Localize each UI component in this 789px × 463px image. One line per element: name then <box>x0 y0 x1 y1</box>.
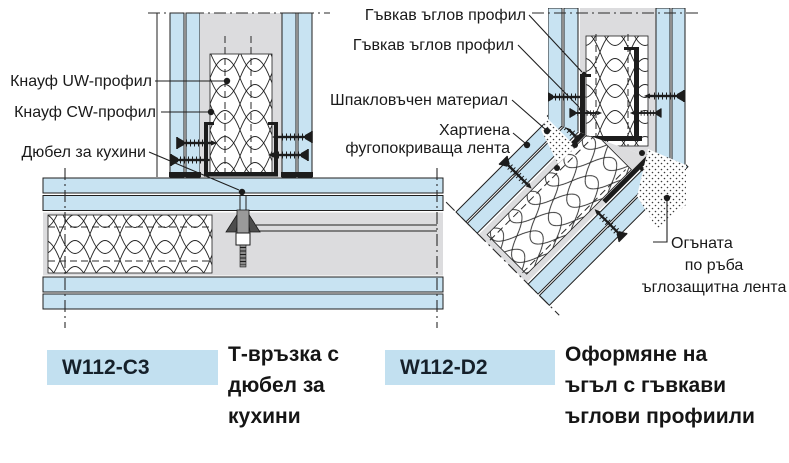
gypsum-board-layer <box>655 8 671 170</box>
label-uw-profile: Кнауф UW-профил <box>10 73 152 90</box>
right-title-line3: ъглови профиили <box>565 405 755 428</box>
fastener-dot <box>554 165 560 171</box>
left-detail-drawing: Кнауф UW-профил Кнауф CW-профил Дюбел за… <box>10 12 444 328</box>
leader-dot <box>523 141 531 149</box>
label-paper-tape-line2: фугопокриваща лента <box>345 140 510 157</box>
right-title-line2: ъгъл с гъвкави <box>565 374 726 397</box>
label-paper-tape-line1: Хартиена <box>439 122 510 139</box>
leader-dot <box>238 188 246 196</box>
leader-dot <box>543 127 551 135</box>
gypsum-board-layer <box>185 12 201 178</box>
gypsum-board-layer <box>42 293 444 310</box>
right-title-line1: Оформяне на <box>565 343 707 366</box>
label-cavity-dowel: Дюбел за кухини <box>21 144 146 161</box>
leader-dot <box>207 108 215 116</box>
break-line <box>445 201 560 316</box>
leader-dot <box>663 194 671 202</box>
uw-profile <box>204 122 278 177</box>
leader-dot <box>578 106 584 112</box>
gypsum-board-layer <box>671 8 686 170</box>
sealant-strip <box>169 172 201 177</box>
right-detail-drawing: Гъвкав ъглов профил Гъвкав ъглов профил … <box>330 7 787 316</box>
right-leader-lines <box>511 14 671 243</box>
fastener-dot <box>639 150 645 156</box>
label-flexible-corner-profile-1: Гъвкав ъглов профил <box>365 7 526 24</box>
insulation-hatch <box>487 129 632 275</box>
sealant-strip <box>281 172 313 177</box>
label-bent-corner-tape-line1: Огъната <box>671 235 733 252</box>
right-code-box <box>385 350 555 385</box>
left-title-line2: дюбел за <box>228 374 325 397</box>
label-joint-compound: Шпакловъчен материал <box>330 92 508 109</box>
insulation-hatch <box>48 215 212 273</box>
label-bent-corner-tape-line3: ъглозащитна лента <box>642 279 787 296</box>
gypsum-board-layer <box>42 195 444 211</box>
label-flexible-corner-profile-2: Гъвкав ъглов профил <box>353 37 514 54</box>
left-horizontal-wall <box>42 168 444 328</box>
leader-dot <box>581 71 587 77</box>
leader-dot <box>223 77 231 85</box>
caption-row: W112-C3 Т-връзка с дюбел за кухини W112-… <box>47 343 755 428</box>
left-system-code: W112-C3 <box>62 356 150 379</box>
left-title-line1: Т-връзка с <box>228 343 339 366</box>
gypsum-board-layer <box>169 12 185 178</box>
label-cw-profile: Кнауф CW-профил <box>14 104 156 121</box>
right-system-code: W112-D2 <box>400 356 488 379</box>
left-code-box <box>47 350 218 385</box>
cavity-dowel <box>225 195 261 268</box>
left-title-line3: кухини <box>228 405 301 428</box>
left-leader-lines <box>148 77 246 196</box>
left-vertical-wall <box>148 12 330 178</box>
gypsum-board-layer <box>42 276 444 293</box>
gypsum-board-layer <box>281 12 297 178</box>
label-bent-corner-tape-line2: по ръба <box>685 257 744 274</box>
fastener-dot <box>572 142 578 148</box>
insulation-hatch <box>210 54 272 176</box>
